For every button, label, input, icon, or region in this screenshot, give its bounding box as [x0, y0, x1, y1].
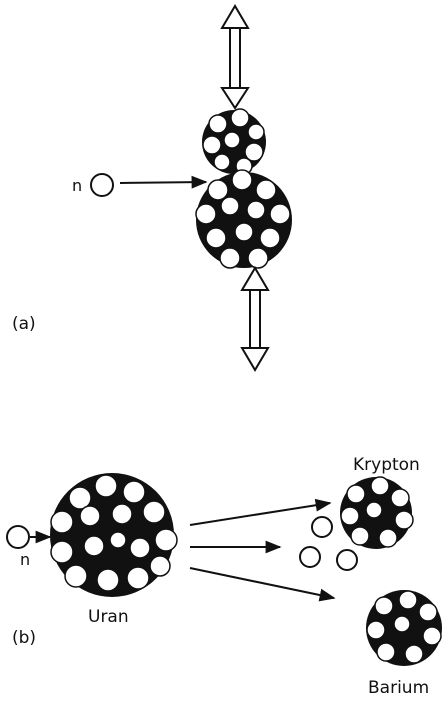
arrow-to-krypton — [189, 498, 332, 526]
uranium-nucleus — [50, 473, 178, 597]
krypton-label: Krypton — [353, 455, 420, 475]
barium-nucleus — [366, 590, 442, 666]
neutron-path-arrow-a — [119, 175, 208, 189]
krypton-nucleus — [340, 476, 414, 549]
separation-arrow-up — [220, 4, 250, 110]
neutron-label-a: n — [72, 176, 82, 195]
neutron-a — [90, 173, 114, 197]
separation-arrow-down — [240, 266, 270, 372]
barium-label: Barium — [368, 678, 429, 698]
emitted-neutron — [299, 546, 321, 568]
arrow-to-barium — [189, 567, 336, 602]
panel-b: n Uran Krypton — [6, 455, 442, 698]
emitted-neutron — [311, 516, 333, 538]
neutron-b — [6, 525, 30, 549]
emitted-neutrons — [299, 516, 358, 571]
panel-a-label: (a) — [12, 314, 36, 334]
panel-a: n (a) — [12, 4, 292, 372]
panel-b-label: (b) — [12, 628, 36, 648]
neutron-label-b: n — [20, 550, 30, 569]
lower-nucleus — [195, 169, 292, 269]
upper-fragment-nucleus — [202, 108, 266, 175]
uranium-label: Uran — [88, 607, 129, 627]
emitted-neutron — [336, 549, 358, 571]
